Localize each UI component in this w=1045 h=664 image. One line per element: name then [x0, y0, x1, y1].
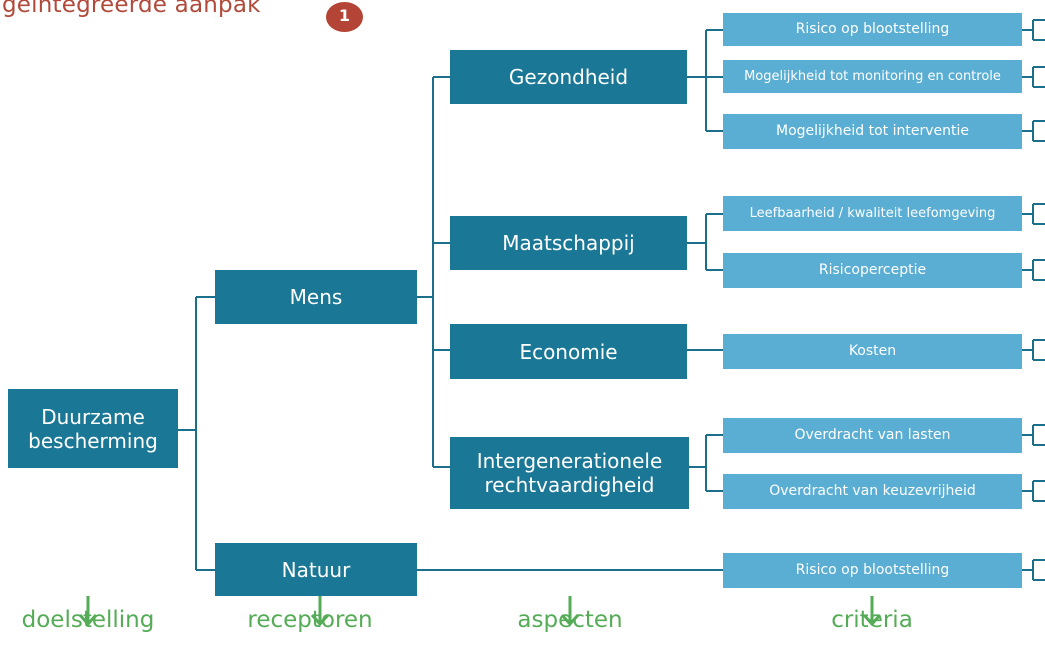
down-arrow-icon	[78, 596, 98, 627]
footer-label-doelstelling: doelstelling	[21, 607, 155, 633]
down-arrow-icon	[310, 596, 330, 627]
criterion-risicoperceptie: Risicoperceptie	[723, 253, 1022, 288]
receptor-node-natuur: Natuur	[215, 543, 417, 596]
footer-label-receptoren: receptoren	[247, 607, 373, 633]
criterion-risico-op-blootstelling: Risico op blootstelling	[723, 13, 1022, 46]
criterion-kosten: Kosten	[723, 334, 1022, 369]
criterion-natuur-risico-op-blootstelling: Risico op blootstelling	[723, 553, 1022, 588]
aspect-node-gezondheid: Gezondheid	[450, 50, 687, 104]
receptor-node-mens: Mens	[215, 270, 417, 324]
diagram-heading: geïntegreerde aanpak	[2, 0, 261, 18]
step-number-badge: 1	[326, 2, 363, 32]
goal-node-duurzame-bescherming: Duurzame bescherming	[8, 389, 178, 468]
aspect-node-intergenerationele-rechtvaardigheid: Intergenerationele rechtvaardigheid	[450, 437, 689, 509]
down-arrow-icon	[862, 596, 882, 627]
criterion-interventie: Mogelijkheid tot interventie	[723, 114, 1022, 149]
footer-label-criteria: criteria	[831, 607, 913, 633]
criterion-overdracht-van-keuzevrijheid: Overdracht van keuzevrijheid	[723, 474, 1022, 509]
criterion-monitoring-en-controle: Mogelijkheid tot monitoring en controle	[723, 60, 1022, 93]
footer-label-aspecten: aspecten	[517, 607, 623, 633]
aspect-node-maatschappij: Maatschappij	[450, 216, 687, 270]
criterion-overdracht-van-lasten: Overdracht van lasten	[723, 418, 1022, 453]
criterion-leefbaarheid: Leefbaarheid / kwaliteit leefomgeving	[723, 196, 1022, 231]
down-arrow-icon	[560, 596, 580, 627]
aspect-node-economie: Economie	[450, 324, 687, 379]
